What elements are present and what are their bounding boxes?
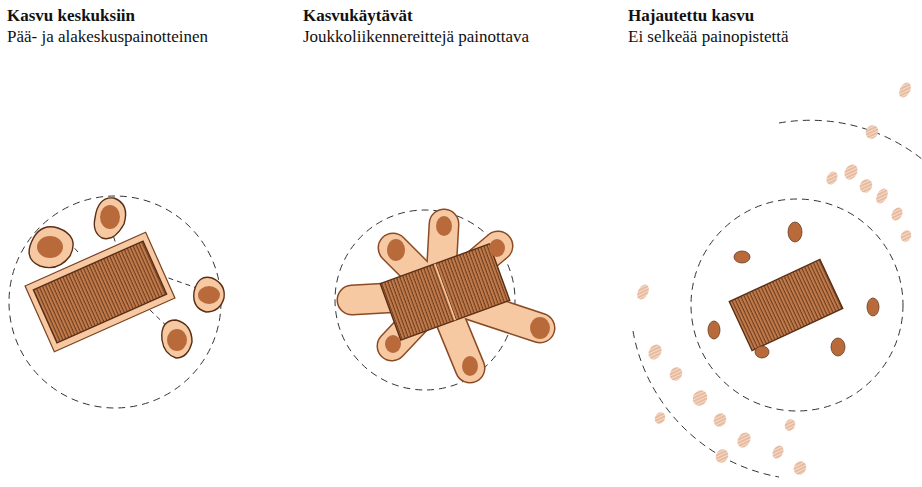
corridor-model	[335, 210, 550, 390]
scattered-centres	[708, 222, 879, 358]
corridor-centres	[385, 216, 550, 376]
drawing-part	[708, 321, 720, 339]
outer-ring	[633, 331, 779, 477]
boundary-circle	[335, 210, 515, 390]
settlement-spot	[897, 81, 914, 100]
settlement-spot	[690, 388, 710, 409]
drawing-part	[100, 205, 120, 229]
scattered-settlements	[635, 81, 914, 477]
model-title: Kasvukäytävät	[303, 6, 413, 25]
drawing-part	[755, 346, 769, 358]
corridor-fill	[352, 224, 540, 368]
settlement-spot	[713, 447, 730, 465]
main-centre	[25, 232, 175, 351]
dispersed-model	[633, 81, 922, 477]
drawing-part	[25, 232, 175, 351]
drawing-part	[29, 227, 73, 268]
drawing-part	[530, 317, 550, 339]
drawing-part	[94, 198, 125, 239]
settlement-spot	[824, 169, 840, 186]
model-title: Kasvu keskuksiin	[7, 6, 135, 25]
settlement-spot	[791, 459, 808, 477]
settlement-spot	[899, 228, 914, 243]
settlement-spot	[874, 187, 891, 206]
drawing-part	[435, 264, 456, 320]
drawing-part	[167, 329, 187, 351]
drawing-part	[462, 356, 478, 376]
settlement-spot	[783, 417, 798, 432]
model-subtitle: Pää- ja alakeskuspainotteinen	[7, 27, 208, 46]
settlement-spot	[711, 411, 728, 429]
settlement-spot	[635, 283, 652, 302]
corridor-outline	[352, 224, 540, 368]
main-centre	[729, 259, 842, 350]
drawing-part	[162, 320, 192, 358]
drawing-part	[734, 251, 750, 263]
boundary-circle	[9, 196, 221, 408]
drawing-part	[729, 259, 842, 350]
settlement-spot	[857, 177, 874, 195]
outer-ring	[779, 120, 922, 210]
settlement-spot	[770, 443, 786, 460]
model-subtitle: Ei selkeää painopistettä	[628, 27, 789, 46]
settlement-spot	[842, 162, 860, 182]
settlement-spot	[653, 410, 668, 425]
settlement-spot	[863, 123, 880, 141]
drawing-part	[831, 338, 845, 356]
centres-model	[9, 196, 224, 408]
drawing-part	[436, 216, 452, 236]
settlement-spot	[667, 365, 684, 383]
sub-centres	[29, 198, 224, 358]
drawing-part	[489, 239, 505, 257]
model-title: Hajautettu kasvu	[628, 6, 754, 25]
drawing-part	[198, 286, 220, 304]
drawing-part	[387, 239, 405, 261]
drawing-part	[867, 298, 879, 316]
drawing-part	[37, 236, 63, 258]
model-subtitle: Joukkoliikennereittejä painottava	[303, 27, 533, 46]
settlement-spot	[735, 430, 753, 450]
boundary-circle	[691, 199, 903, 411]
settlement-spot	[889, 205, 905, 222]
drawing-part	[788, 222, 802, 242]
drawing-part	[385, 335, 401, 353]
drawing-part	[194, 277, 225, 312]
settlement-spot	[646, 342, 664, 362]
